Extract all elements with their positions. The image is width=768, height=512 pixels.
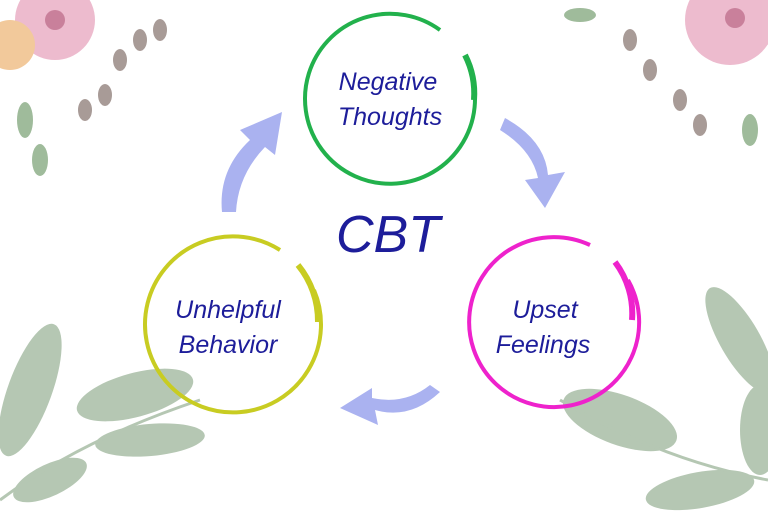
- node-label-line2: Thoughts: [338, 103, 442, 131]
- node-negative-thoughts: Negative Thoughts: [303, 11, 478, 186]
- node-upset-feelings: Upset Feelings: [467, 235, 642, 410]
- cycle-arrows: [221, 112, 565, 425]
- node-label-line2: Behavior: [179, 331, 279, 359]
- flower-decoration-top-right: [564, 0, 768, 146]
- diagram-title: CBT: [336, 206, 443, 264]
- node-label-line1: Negative: [339, 68, 438, 96]
- arrow-thoughts-to-feelings: [500, 118, 565, 208]
- node-label-line1: Upset: [512, 296, 578, 324]
- leaf-decoration-bottom-right: [559, 287, 768, 511]
- node-unhelpful-behavior: Unhelpful Behavior: [143, 234, 323, 415]
- flower-decoration-top-left: [0, 0, 167, 176]
- node-label-line1: Unhelpful: [175, 296, 282, 324]
- node-label-line2: Feelings: [496, 331, 591, 359]
- leaf-decoration-bottom-left: [0, 323, 205, 503]
- arrow-feelings-to-behavior: [340, 385, 440, 425]
- arrow-behavior-to-thoughts: [221, 112, 282, 212]
